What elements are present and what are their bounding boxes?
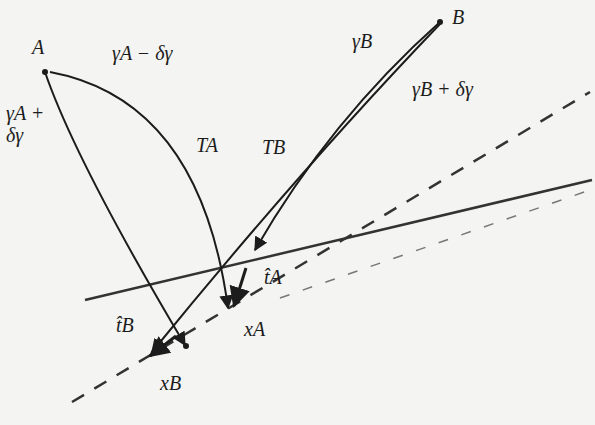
surface-point (183, 343, 189, 349)
faint-dashed-line (280, 190, 590, 298)
sketch-label: xA (244, 318, 265, 340)
sketch-label: xB (160, 372, 181, 394)
sketch-label: TA (196, 134, 218, 156)
ray-path (45, 72, 185, 345)
sketch-label: γA + δγ (6, 102, 52, 146)
source-point (42, 69, 48, 75)
sketch-label: t̂A (264, 266, 282, 288)
ray-path (255, 22, 440, 250)
sketch-label: B (452, 6, 464, 28)
surface-line (85, 180, 592, 300)
source-point (437, 19, 443, 25)
ray-path (50, 72, 228, 308)
sketch-label: t̂B (116, 314, 134, 336)
sketch-label: γB + δγ (412, 78, 473, 100)
sketch-label: TB (262, 136, 285, 158)
unit-vector-arrow (150, 336, 176, 356)
unit-vector-arrow (234, 268, 246, 306)
sketch-label: γB (352, 30, 372, 52)
sketch-label: γA − δγ (112, 42, 172, 64)
ray-path (152, 24, 440, 352)
sketch-label: A (32, 36, 44, 58)
